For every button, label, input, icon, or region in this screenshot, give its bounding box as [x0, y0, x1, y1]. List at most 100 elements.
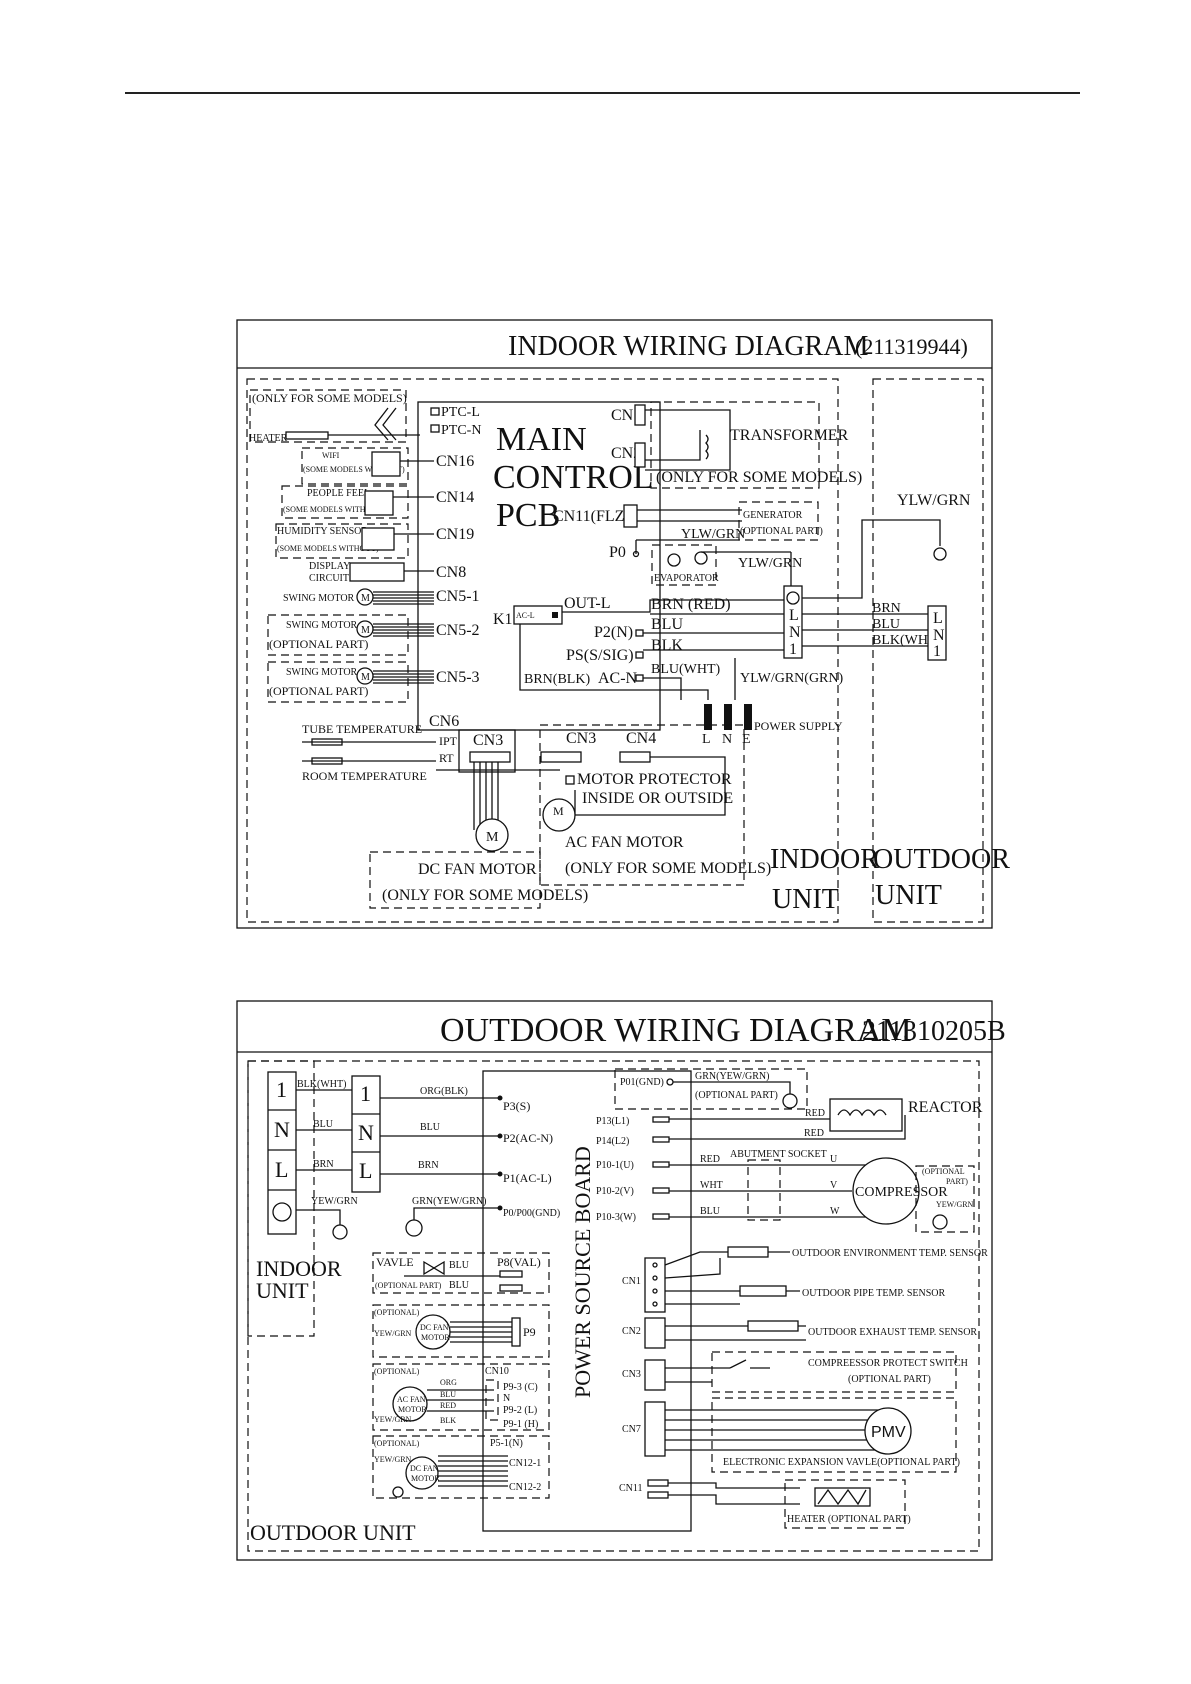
- dc-fan-1-optional: (OPTIONAL): [374, 1308, 420, 1317]
- ac-fan-motor-label: AC FAN MOTOR: [565, 834, 684, 851]
- svg-text:GRN(YEW/GRN): GRN(YEW/GRN): [695, 1071, 769, 1082]
- outdoor-ground-icon: [933, 547, 947, 561]
- display-label-2: CIRCUIT: [309, 573, 349, 584]
- ptc-l-label: PTC-L: [441, 405, 480, 420]
- power-source-board: [482, 1070, 692, 1532]
- comp-switch-label-2: (OPTIONAL PART): [848, 1374, 931, 1385]
- exhaust-sensor-icon: [747, 1320, 799, 1332]
- evaporator-box: [651, 544, 717, 586]
- cn5-1-label: CN5-1: [436, 588, 480, 605]
- dc-fan-1-box: [372, 1304, 550, 1358]
- heater-optional-box: [249, 389, 407, 443]
- dc-fan-2-box: [372, 1435, 550, 1499]
- p1acl-label: P1(AC-L): [503, 1171, 552, 1185]
- page-header-rule: [125, 92, 1080, 94]
- cn16-label: CN16: [436, 453, 474, 470]
- ptc-n-pin: [430, 424, 440, 433]
- svg-text:RED: RED: [804, 1128, 824, 1139]
- cn2-connector: [644, 1317, 666, 1349]
- wifi-box: [301, 447, 409, 485]
- outdoor-unit-label-2: UNIT: [875, 880, 942, 911]
- out-blk-label: BLK(WHT): [872, 633, 942, 648]
- humidity-module: [361, 527, 395, 551]
- svg-text:BLK: BLK: [440, 1416, 456, 1425]
- svg-text:DC FAN: DC FAN: [410, 1464, 439, 1473]
- swing-motor-label: SWING MOTOR: [283, 593, 355, 604]
- humidity-note: (SOME MODELS WITHOUT): [277, 544, 379, 553]
- ac-fan-yew-grn: YEW/GRN: [374, 1415, 412, 1424]
- power-supply-label: POWER SUPPLY: [754, 719, 843, 733]
- blu-label: BLU: [651, 616, 683, 633]
- heater-label: HEATER: [249, 433, 288, 444]
- svg-text:L: L: [359, 1158, 372, 1183]
- svg-text:CN2: CN2: [622, 1326, 641, 1337]
- svg-text:P9-1 (H): P9-1 (H): [503, 1419, 538, 1430]
- out-l-label: OUT-L: [564, 595, 611, 612]
- cn3-b-label: CN3: [566, 730, 596, 747]
- svg-text:1: 1: [360, 1081, 371, 1106]
- swing-motor-opt1-note: (OPTIONAL PART): [269, 637, 368, 651]
- indoor-wiring-diagram: INDOOR WIRING DIAGRAM (211319944) MAIN C…: [236, 319, 1010, 929]
- brn-blk-label: BRN(BLK): [524, 672, 590, 687]
- out-blu-label: BLU: [872, 617, 900, 632]
- indoor-frame: [236, 319, 993, 929]
- indoor-unit-label-2: UNIT: [772, 884, 839, 915]
- power-plug-e: [744, 704, 752, 730]
- svg-text:(OPTIONAL PART): (OPTIONAL PART): [695, 1090, 778, 1101]
- p2acn-label: P2(AC-N): [503, 1131, 553, 1145]
- brn-a-label: BRN: [313, 1159, 334, 1170]
- people-feel-note: (SOME MODELS WITHOUT): [283, 505, 385, 514]
- compressor-icon: [852, 1157, 920, 1225]
- svg-text:M: M: [361, 625, 370, 636]
- cn10-label: CN10: [485, 1366, 509, 1377]
- generator-note: (OPTIONAL PART): [740, 526, 823, 537]
- cn1-label: CN1: [611, 407, 641, 424]
- outdoor-unit-label: OUTDOOR UNIT: [250, 1520, 416, 1545]
- env-sensor-label: OUTDOOR ENVIRONMENT TEMP. SENSOR: [792, 1248, 988, 1259]
- svg-text:W: W: [830, 1206, 840, 1217]
- svg-text:BLU: BLU: [440, 1390, 456, 1399]
- svg-text:MOTOR: MOTOR: [421, 1333, 450, 1342]
- transformer-box: [650, 401, 820, 489]
- cn19-label: CN19: [436, 526, 474, 543]
- heater-label-o: HEATER (OPTIONAL PART): [787, 1514, 911, 1525]
- p8-label: P8(VAL): [497, 1255, 541, 1269]
- grn-yew-grn-label: GRN(YEW/GRN): [412, 1196, 486, 1207]
- display-label-1: DISPLAY: [309, 561, 350, 572]
- dc-fan-2-yew-grn: YEW/GRN: [374, 1455, 412, 1464]
- swing-motor-opt1-box: [267, 614, 409, 656]
- svg-text:N: N: [358, 1120, 374, 1145]
- tube-temperature-label: TUBE TEMPERATURE: [302, 722, 422, 736]
- svg-text:P10-1(U): P10-1(U): [596, 1160, 634, 1171]
- ptc-l-pin: [430, 407, 440, 416]
- svg-text:BLU: BLU: [700, 1206, 721, 1217]
- ground-icon-e: [932, 1214, 948, 1230]
- outdoor-code: 211310205B: [862, 1016, 1006, 1047]
- pmv-label: PMV: [871, 1424, 906, 1441]
- room-temperature-label: ROOM TEMPERATURE: [302, 769, 427, 783]
- ground-icon-b: [332, 1224, 348, 1240]
- cn7-connector: [644, 1401, 666, 1457]
- swing-motor-opt2-icon: [356, 667, 374, 685]
- ground-icon-d: [782, 1093, 798, 1109]
- svg-text:M: M: [553, 804, 564, 818]
- dc-fan-2-motor-icon: [405, 1456, 439, 1490]
- heater-element-icon: [285, 431, 329, 440]
- p0gnd-label: P0/P00(GND): [503, 1208, 560, 1219]
- blu-wht-label: BLU(WHT): [651, 662, 721, 677]
- svg-text:U: U: [830, 1154, 838, 1165]
- svg-text:P13(L1): P13(L1): [596, 1116, 629, 1127]
- swing-motor-icon: [356, 588, 374, 606]
- swing-motor-opt2-box: [267, 661, 409, 703]
- outdoor-frame: [236, 1000, 993, 1561]
- cn3-connector: [644, 1359, 666, 1391]
- k1-label: K1: [493, 611, 513, 628]
- terminal-l: L: [789, 607, 799, 624]
- svg-text:ORG: ORG: [440, 1378, 457, 1387]
- blu-b-label: BLU: [420, 1122, 441, 1133]
- people-feel-label: PEOPLE FEEL: [307, 488, 370, 499]
- svg-text:AC-L: AC-L: [516, 611, 535, 620]
- ps-label: PS(S/SIG): [566, 647, 634, 664]
- svg-text:V: V: [830, 1180, 838, 1191]
